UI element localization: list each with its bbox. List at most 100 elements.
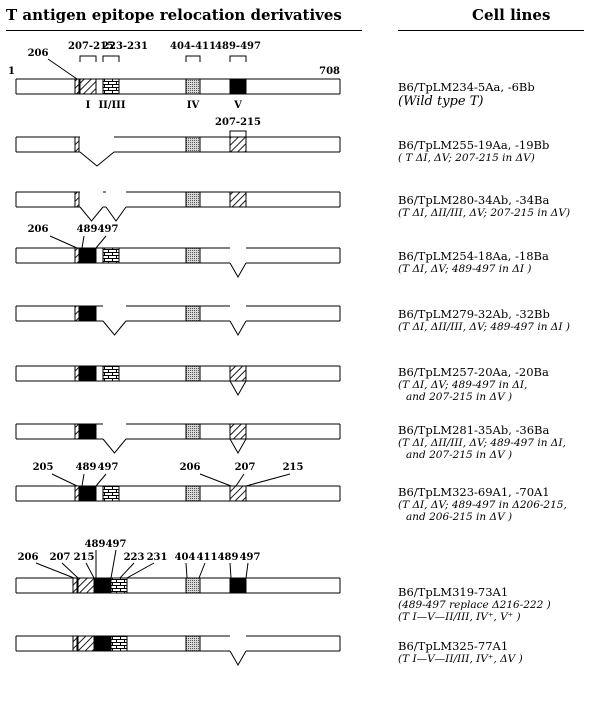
region-206 [74,191,80,208]
deletion-v [105,206,127,222]
deletion-v [229,320,247,337]
epitope-iv [185,191,201,208]
leader-231 [126,562,155,579]
epitope-v-black [79,247,97,264]
cell-line-note: (T ΔI, ΔII/III, ΔV; 207-215 in ΔV) [398,207,571,219]
cell-line-name: B6/TpLM281-35Ab, -36Ba [398,423,550,437]
bracket-207-215 [229,130,247,137]
right-header-underline [398,30,584,31]
label-404-411: 404-411 [170,41,216,52]
relocated-207-215 [229,136,247,153]
cell-line-name: B6/TpLM254-18Aa, -18Ba [398,249,549,263]
protein-bar-outline [246,423,340,440]
epitope-ii-iii [102,247,120,264]
label-489: 489 [85,539,106,550]
region-206 [74,365,80,382]
leader-497 [110,549,117,579]
cell-line-entry: B6/TpLM255-19Aa, -19Bb( T ΔI, ΔV; 207-21… [398,139,549,165]
epitope-iv [185,485,201,502]
epitope-223-231 [110,577,128,594]
cell-line-entry: B6/TpLM280-34Ab, -34Ba(T ΔI, ΔII/III, ΔV… [398,193,571,220]
cell-line-note: (T ΔI, ΔII/III, ΔV; 489-497 in ΔI ) [398,321,570,333]
label-404: 404 [175,552,196,563]
relocated-207-215 [229,191,247,208]
label-497: 497 [98,462,119,473]
cell-line-entry: B6/TpLM319-73A1(489-497 replace Δ216-222… [398,586,551,624]
protein-bar-outline [126,305,230,322]
epitope-hatched [79,78,97,95]
epitope-v-black [229,78,247,95]
leader-205 [51,473,78,487]
region-206 [74,247,80,264]
deletion-v [102,438,127,454]
bracket-207-215 [79,55,97,62]
region-206 [74,305,80,322]
region-label-v: V [233,100,242,111]
cell-line-note: (T ΔI, ΔV; 489-497 in ΔI ) [398,263,532,275]
epitope-v-black [79,305,97,322]
cell-line-name: B6/TpLM234-5Aa, -6Bb [398,80,535,94]
protein-bar-outline [16,191,80,208]
protein-bar-outline [103,191,106,208]
epitope-207-215 [77,635,95,652]
cell-line-note: and 206-215 in ΔV ) [406,511,513,523]
region-label-i: I [86,100,91,111]
leader-489 [81,473,85,487]
region-206 [72,635,78,652]
cell-line-note: (489-497 replace Δ216-222 ) [398,599,551,611]
bracket-489-497 [229,55,247,62]
label-207-215: 207-215 [68,41,114,52]
leader-411 [198,562,206,579]
region-label-ii-iii: II/III [98,100,125,111]
label-231: 231 [147,552,168,563]
protein-bar-outline [16,78,340,95]
epitope-iv [185,247,201,264]
label-489: 489 [76,462,97,473]
label-223: 223 [124,552,145,563]
deletion-v [229,438,247,455]
label-215: 215 [74,552,95,563]
leader-215 [85,562,95,579]
cell-line-note: and 207-215 in ΔV ) [406,449,513,461]
cell-line-entry: B6/TpLM281-35Ab, -36Ba(T ΔI, ΔII/III, ΔV… [398,423,566,462]
cell-line-entry: B6/TpLM234-5Aa, -6Bb(Wild type T) [398,80,535,110]
epitope-223-231 [110,635,128,652]
epitope-404-411 [185,577,201,594]
deletion-v [229,262,247,279]
leader-489 [81,235,85,249]
leader-497 [245,562,249,579]
deletion-v [229,380,247,397]
region-206 [72,577,78,594]
label-411: 411 [197,552,218,563]
label-206: 206 [28,224,49,235]
cell-line-note: (T I—V—II/III, IV⁺, V⁺ ) [398,611,521,623]
label-206: 206 [180,462,201,473]
cell-line-entry: B6/TpLM257-20Aa, -20Ba(T ΔI, ΔV; 489-497… [398,365,549,404]
deletion-v [79,206,104,222]
epitope-v-black [79,365,97,382]
leader-404 [185,562,188,579]
label-207: 207 [235,462,256,473]
deletion-v [102,320,127,336]
inserted-489-497 [94,577,112,594]
cell-line-note: (T I—V—II/III, IV⁺, ΔV ) [398,653,523,665]
cell-line-name: B6/TpLM280-34Ab, -34Ba [398,193,550,207]
protein-bar-outline [16,136,80,153]
deletion-v [79,151,115,167]
leader-489 [229,562,232,579]
epitope-ii-iii [102,78,120,95]
leader-215 [245,473,291,487]
leader-206 [49,235,78,249]
protein-bar-outline [16,577,340,594]
relocated-207-215 [229,485,247,502]
cell-line-note: ( T ΔI, ΔV; 207-215 in ΔV) [398,152,535,164]
right-header: Cell lines [472,6,551,24]
epitope-iv [185,136,201,153]
protein-bar-outline [246,247,340,264]
cell-line-entry: B6/TpLM254-18Aa, -18Ba(T ΔI, ΔV; 489-497… [398,249,549,276]
epitope-v-black [79,485,97,502]
label-489: 489 [77,224,98,235]
cell-line-name: B6/TpLM257-20Aa, -20Ba [398,365,549,379]
leader-207 [61,562,79,579]
relocated-207-215 [229,365,247,382]
